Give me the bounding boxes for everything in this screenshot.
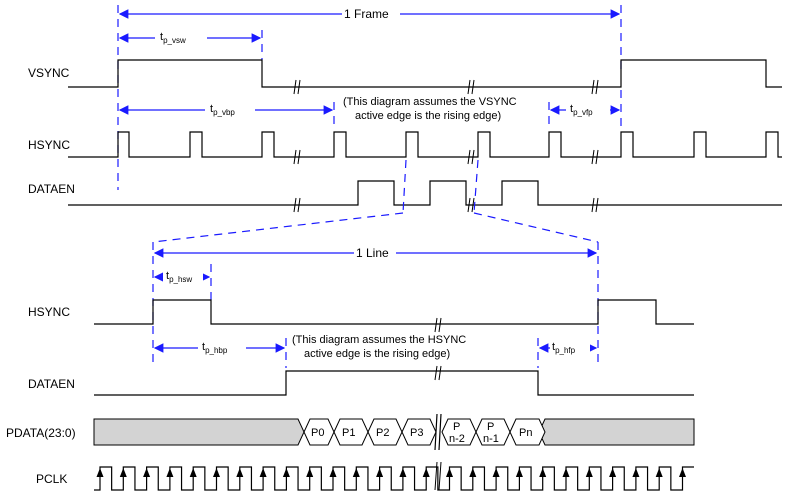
pclk-arrow-icon bbox=[376, 468, 384, 477]
pclk-arrow-icon bbox=[96, 468, 104, 477]
line-dataen-label: DATAEN bbox=[28, 377, 75, 391]
pdata-word-label: P bbox=[487, 421, 494, 433]
vsync-note-line1: (This diagram assumes the VSYNC bbox=[343, 96, 517, 108]
pclk-arrow-icon bbox=[469, 468, 477, 477]
line-dataen-waveform bbox=[94, 370, 694, 396]
pclk-arrow-icon bbox=[352, 468, 360, 477]
pdata-word bbox=[509, 418, 546, 446]
vfp-label: tp_vfp bbox=[570, 103, 593, 117]
pdata-word-label: n-2 bbox=[449, 433, 465, 445]
pclk-rising-edge-arrows bbox=[96, 468, 686, 477]
pclk-arrow-icon bbox=[632, 468, 640, 477]
pclk-arrow-icon bbox=[492, 468, 500, 477]
frame-dataen-label: DATAEN bbox=[28, 182, 75, 196]
hfp-label: tp_hfp bbox=[552, 341, 576, 355]
frame-title: 1 Frame bbox=[344, 7, 389, 21]
pclk-arrow-icon bbox=[329, 468, 337, 477]
vsync-waveform bbox=[68, 59, 782, 88]
pclk-arrow-icon bbox=[446, 468, 453, 477]
pdata-label: PDATA(23:0) bbox=[6, 426, 76, 440]
pclk-arrow-icon bbox=[119, 468, 127, 477]
pdata-word-label: P0 bbox=[311, 427, 324, 439]
pclk-waveform bbox=[94, 466, 694, 491]
pclk-arrow-icon bbox=[236, 468, 244, 477]
pdata-bus-idle-right bbox=[538, 418, 695, 446]
pclk-arrow-icon bbox=[422, 468, 430, 477]
pclk-arrow-icon bbox=[306, 468, 314, 477]
pclk-arrow-icon bbox=[213, 468, 220, 477]
frame-section: 1 Frame tp_vsw VSYNC tp_vbp (This diagra… bbox=[28, 5, 782, 243]
pclk-arrow-icon bbox=[282, 468, 290, 477]
frame-break-marks bbox=[293, 79, 599, 213]
pclk-arrow-icon bbox=[585, 468, 593, 477]
line-section: 1 Line tp_hsw HSYNC tp_hbp (This diagram… bbox=[6, 242, 695, 491]
pclk-arrow-icon bbox=[609, 468, 617, 477]
line-hsync-label: HSYNC bbox=[28, 305, 70, 319]
hsync-note-line1: (This diagram assumes the HSYNC bbox=[292, 334, 466, 346]
vsw-label: tp_vsw bbox=[160, 31, 186, 45]
pdata-word-label: P3 bbox=[410, 427, 423, 439]
zoom-guide-right bbox=[473, 212, 599, 243]
pclk-arrow-icon bbox=[189, 468, 197, 477]
pclk-arrow-icon bbox=[399, 468, 407, 477]
pdata-bus: P0 P1 P2 P3 P n-2 P n-1 Pn bbox=[93, 413, 695, 451]
pclk-arrow-icon bbox=[679, 468, 686, 477]
vsync-note-line2: active edge is the rising edge) bbox=[355, 110, 501, 122]
vsync-label: VSYNC bbox=[28, 66, 70, 80]
pdata-word-label: P bbox=[453, 421, 460, 433]
hbp-label: tp_hbp bbox=[202, 341, 228, 355]
pdata-word-label: P1 bbox=[342, 427, 355, 439]
frame-hsync-label: HSYNC bbox=[28, 138, 70, 152]
frame-hsync-waveform bbox=[68, 131, 782, 158]
pclk-arrow-icon bbox=[143, 468, 151, 477]
pdata-word-label: Pn bbox=[519, 427, 532, 439]
vbp-label: tp_vbp bbox=[210, 103, 235, 117]
pclk-arrow-icon bbox=[655, 468, 663, 477]
pdata-word-label: n-1 bbox=[483, 433, 499, 445]
hsync-note-line2: active edge is the rising edge) bbox=[304, 348, 450, 360]
pclk-arrow-icon bbox=[259, 468, 267, 477]
pclk-arrow-icon bbox=[515, 468, 523, 477]
line-hsync-waveform bbox=[94, 299, 694, 325]
pdata-word-label: P2 bbox=[376, 427, 389, 439]
pclk-label: PCLK bbox=[36, 472, 67, 486]
frame-dataen-waveform bbox=[68, 180, 782, 206]
pclk-arrow-icon bbox=[539, 468, 547, 477]
line-title: 1 Line bbox=[356, 246, 389, 260]
hsw-label: tp_hsw bbox=[166, 270, 192, 284]
pdata-bus-idle-left bbox=[93, 418, 305, 446]
pclk-arrow-icon bbox=[166, 468, 174, 477]
zoom-guide-left bbox=[152, 212, 404, 243]
pclk-arrow-icon bbox=[562, 468, 570, 477]
